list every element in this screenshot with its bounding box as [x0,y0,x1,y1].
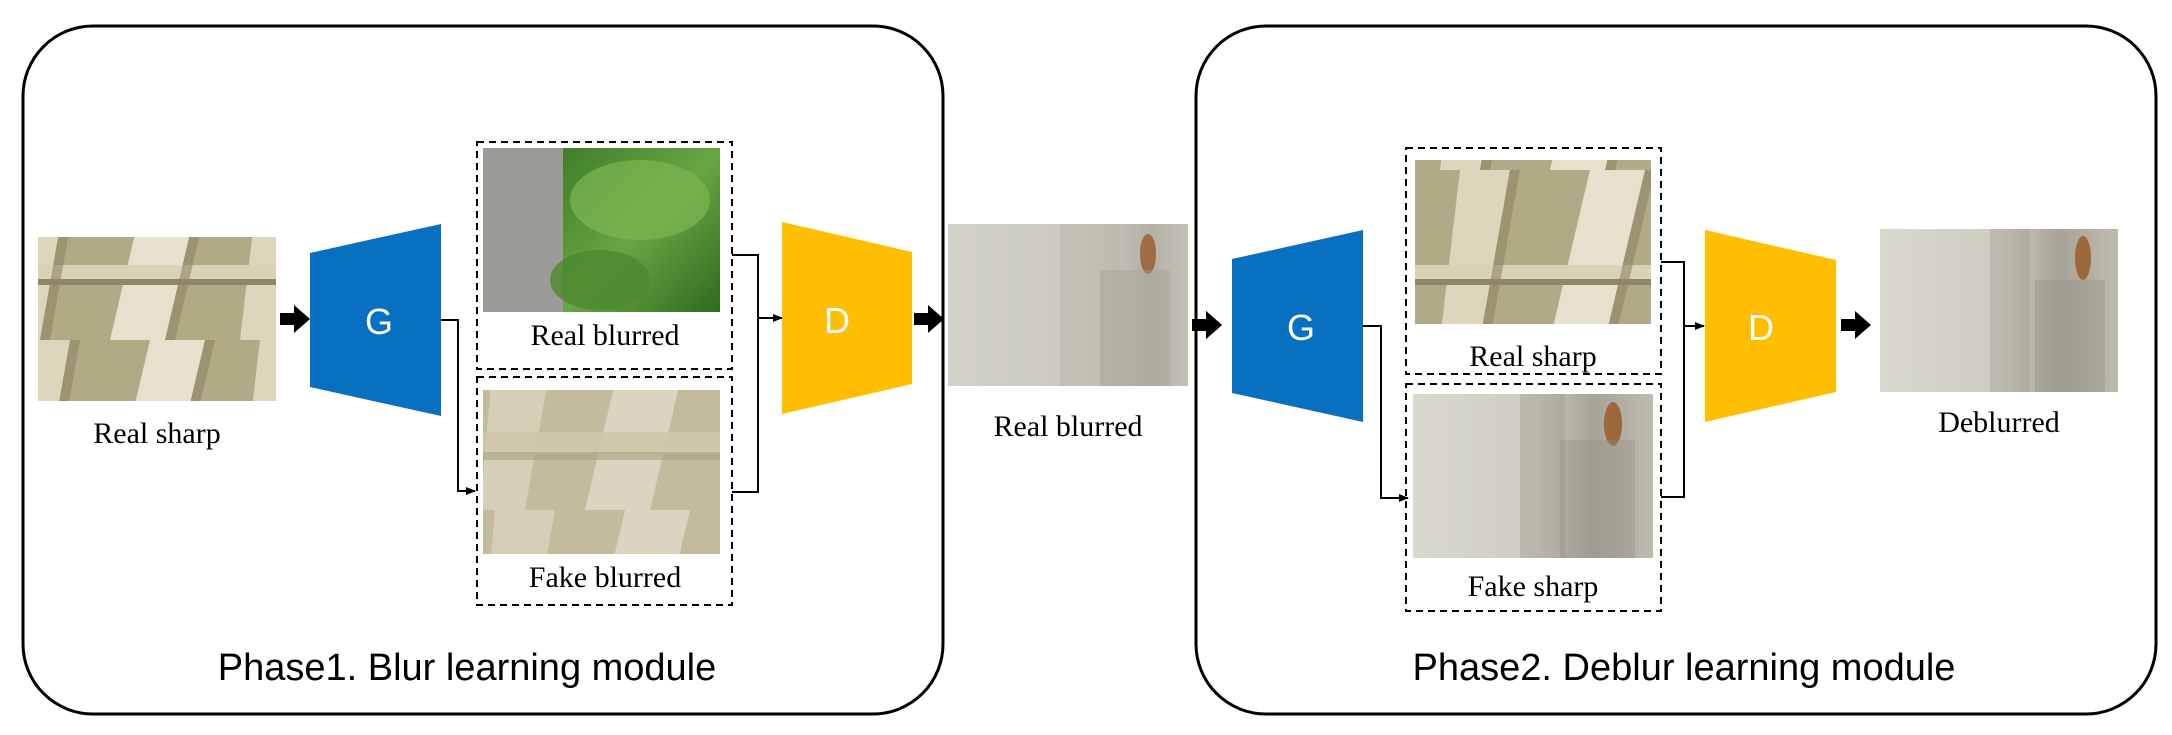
phase1-fake-label: Fake blurred [529,561,681,594]
phase1-real-image [483,148,720,312]
phase1-output-arrow [914,305,944,333]
phase2-output-label: Deblurred [1938,406,2060,439]
phase1-connector-to-d [732,254,759,493]
discriminator-label: D [1748,307,1774,348]
generator-block [310,224,441,416]
middle-label: Real blurred [993,410,1142,443]
discriminator-label: D [824,300,850,341]
phase2-title: Phase2. Deblur learning module [1413,647,1956,689]
phase2-fake-image [1413,394,1653,558]
phase1-generator: G [310,224,441,416]
phase1-connector-g-fake [441,319,476,495]
phase1-fake-box [476,376,733,606]
discriminator-block [782,222,912,414]
phase1-discriminator: D [782,222,912,414]
generator-block [1232,230,1363,422]
phase2-input-arrow-head [1206,311,1222,339]
phase2-output-image [1880,229,2118,392]
phase1-input-label: Real sharp [93,417,220,450]
phase1-fake-image [483,390,720,554]
phase1-title: Phase1. Blur learning module [218,647,717,689]
phase2-output-arrow [1841,311,1871,339]
phase1-input-arrow [280,305,310,333]
phase2-real-label: Real sharp [1469,340,1596,373]
phase2-real-image [1415,160,1651,324]
generator-label: G [1287,307,1315,348]
phase2-generator: G [1232,230,1363,422]
phase2-connector-to-d [1661,261,1685,498]
phase1-input-image [38,237,276,401]
phase2-discriminator: D [1705,230,1836,422]
generator-label: G [365,301,393,342]
phase2-connector-g-fake [1363,325,1409,502]
phase1-real-label: Real blurred [530,319,679,352]
middle-image [948,224,1188,386]
discriminator-block [1705,230,1836,422]
phase2-fake-label: Fake sharp [1468,570,1599,603]
phase2-frame [1194,24,2158,716]
